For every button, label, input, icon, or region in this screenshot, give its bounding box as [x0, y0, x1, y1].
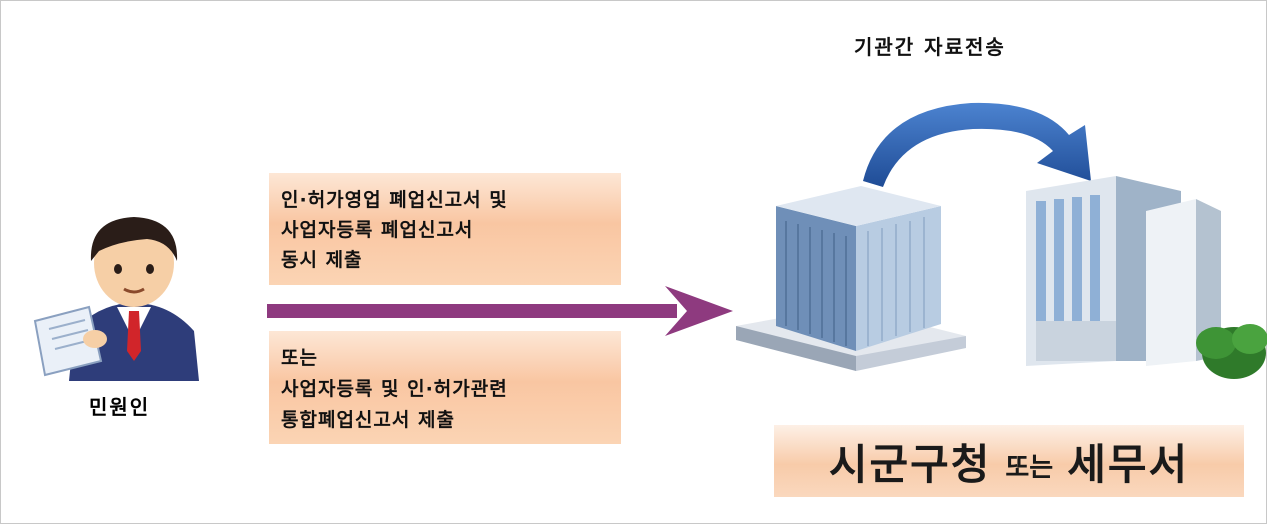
- office-label-or: 또는: [1005, 452, 1054, 483]
- tree-icon: [1196, 324, 1267, 379]
- submission-box-2-line-3: 통합폐업신고서 제출: [281, 409, 455, 431]
- submission-box-1-line-1: 인·허가영업 폐업신고서 및: [281, 189, 508, 211]
- main-arrow-icon: [267, 286, 733, 336]
- transfer-title: 기관간 자료전송: [854, 35, 1006, 59]
- office-label-city-hall: 시군구청: [828, 439, 992, 489]
- person-icon: [33, 217, 199, 381]
- submission-box-2: 또는 사업자등록 및 인·허가관련 통합폐업신고서 제출: [269, 331, 621, 444]
- submission-box-2-line-2: 사업자등록 및 인·허가관련: [281, 378, 508, 400]
- applicant-label: 민원인: [89, 395, 151, 419]
- office-label-tax-office: 세무서: [1067, 439, 1190, 489]
- submission-box-2-line-1: 또는: [281, 347, 318, 369]
- office-building-icon: [736, 186, 966, 371]
- curved-arrow-icon: [863, 102, 1091, 187]
- submission-box-1-line-3: 동시 제출: [281, 249, 363, 271]
- office-label: 시군구청 또는 세무서: [774, 425, 1244, 497]
- document-icon: [33, 305, 103, 377]
- submission-box-1-line-2: 사업자등록 폐업신고서: [281, 219, 474, 241]
- tower-building-icon: [1026, 176, 1267, 379]
- submission-box-1: 인·허가영업 폐업신고서 및 사업자등록 폐업신고서 동시 제출: [269, 173, 621, 285]
